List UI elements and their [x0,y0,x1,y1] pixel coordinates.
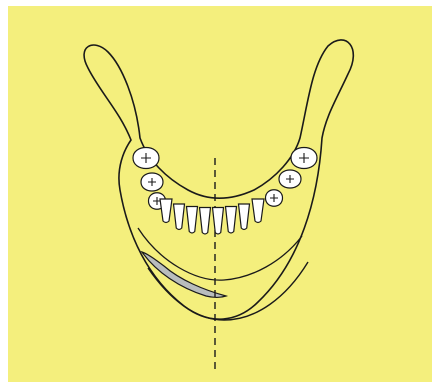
diagram-background [8,6,432,382]
